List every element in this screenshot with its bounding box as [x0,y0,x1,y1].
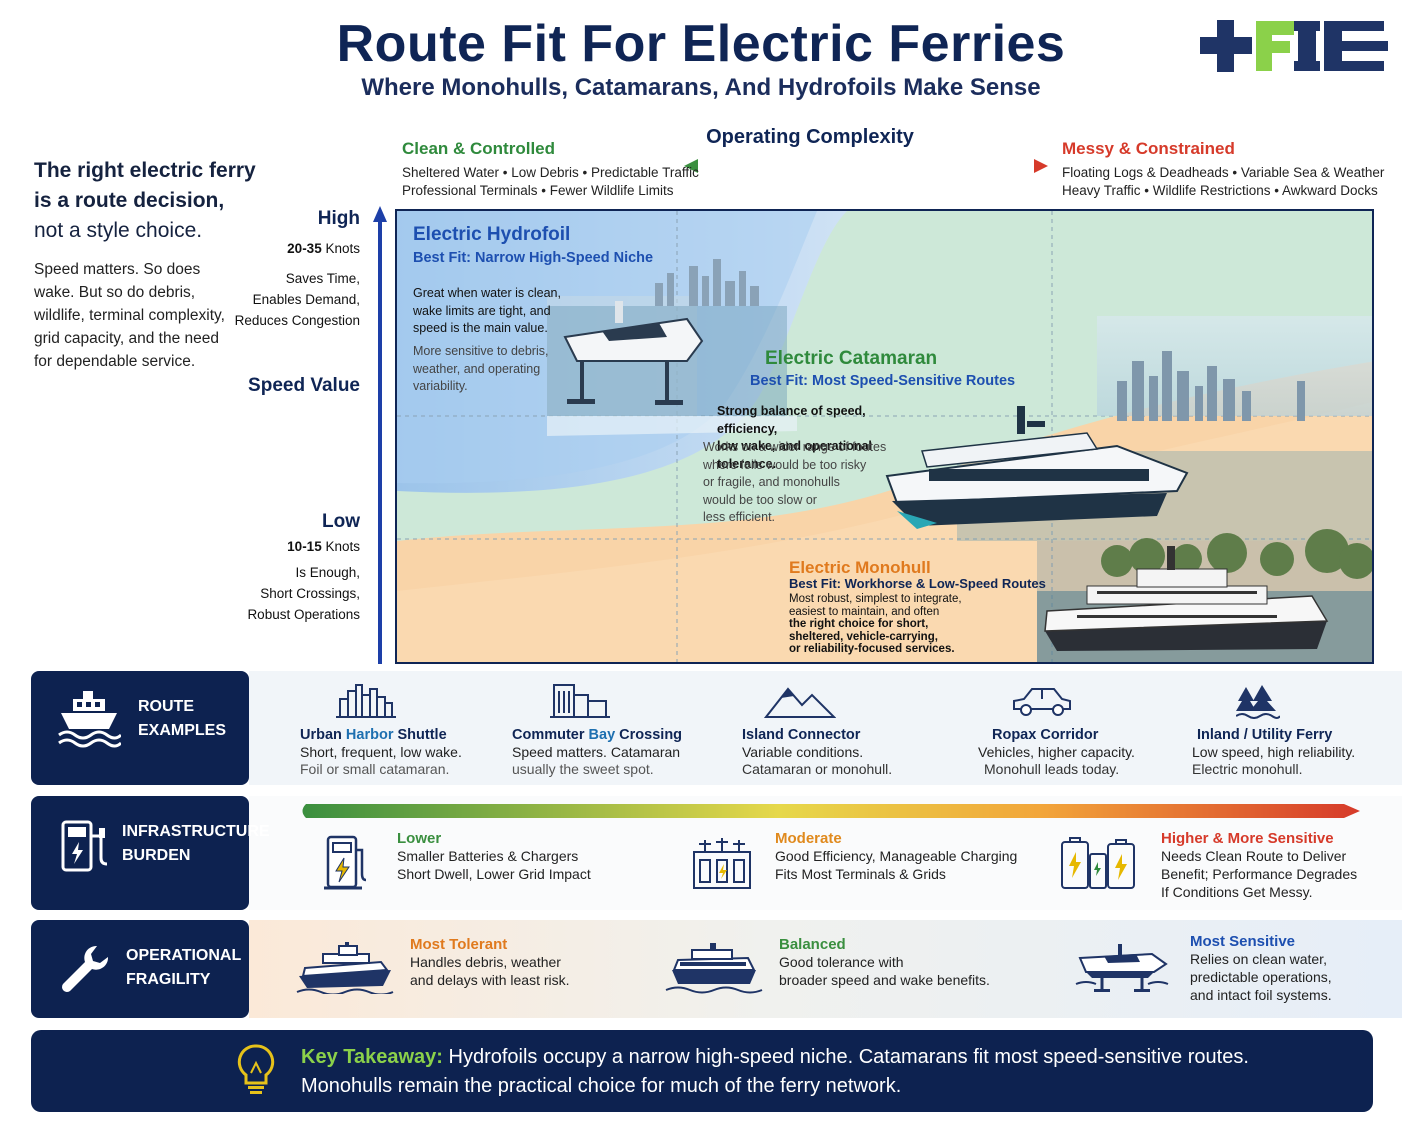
burden-gradient-arrow [302,804,1360,818]
route-example-inland-utility: Inland / Utility Ferry Low speed, high r… [1192,683,1392,777]
route-example-island-connector: Island Connector Variable conditions. Ca… [742,683,942,777]
route-example-urban-harbor: Urban Harbor Shuttle Short, frequent, lo… [300,683,500,777]
lightbulb-icon [237,1044,275,1094]
clean-controlled-line-2: Professional Terminals • Fewer Wildlife … [402,183,674,198]
office-buildings-icon [550,684,610,718]
monohull-icon [296,942,394,994]
substation-icon [693,838,751,889]
route-examples-strip [249,671,1402,785]
y-high-benefit-3: Reduces Congestion [234,313,360,328]
x-axis-arrow [684,159,1048,173]
burden-moderate: Moderate Good Efficiency, Manageable Cha… [775,830,1018,882]
messy-constrained-title: Messy & Constrained [1062,139,1235,158]
route-examples-panel: ROUTE EXAMPLES [31,671,249,785]
messy-constrained-line-2: Heavy Traffic • Wildlife Restrictions • … [1062,183,1378,198]
fragility-panel: OPERATIONAL FRAGILITY [31,920,249,1018]
charging-station-icon [61,820,108,872]
monohull-description: Most robust, simplest to integrate, easi… [789,593,962,655]
catamaran-icon [665,943,763,994]
ferry-icon [58,691,121,748]
catamaran-subtitle: Best Fit: Most Speed-Sensitive Routes [750,373,1016,389]
wrench-icon [62,945,109,992]
city-skyline-icon [336,684,396,718]
fragility-most-tolerant: Most Tolerant Handles debris, weather an… [410,936,570,988]
messy-constrained-line-1: Floating Logs & Deadheads • Variable Sea… [1062,165,1385,180]
y-low-knots: 10-15 Knots [287,539,360,554]
infrastructure-panel: INFRASTRUCTURE BURDEN [31,796,270,910]
page-subtitle: Where Monohulls, Catamarans, And Hydrofo… [361,74,1041,101]
car-icon [1013,688,1071,716]
monohull-title: Electric Monohull [789,558,931,577]
hydrofoil-description: Great when water is clean, wake limits a… [413,286,561,335]
route-fit-chart: Electric Hydrofoil Best Fit: Narrow High… [395,209,1374,664]
hydrofoil-icon [1075,944,1169,992]
catamaran-caveat: Works on a wider range of foutes where f… [703,440,887,524]
y-low-benefit-1: Is Enough, [295,565,360,580]
catamaran-title: Electric Catamaran [765,348,938,369]
logo [1200,20,1388,72]
fragility-strip [249,920,1402,1018]
fragility-balanced: Balanced Good tolerance with broader spe… [779,936,990,988]
charging-station-icon [324,835,367,890]
hydrofoil-caveat: More sensitive to debris, weather, and o… [413,344,549,393]
intro-body: Speed matters. So does wake. But so do d… [34,261,225,370]
monohull-subtitle: Best Fit: Workhorse & Low-Speed Routes [789,576,1046,591]
battery-bank-icon [1061,837,1135,889]
burden-higher: Higher & More Sensitive Needs Clean Rout… [1161,830,1358,900]
y-high-label: High [317,208,360,229]
route-example-ropax-corridor: Ropax Corridor Vehicles, higher capacity… [978,683,1178,777]
route-example-commuter-bay: Commuter Bay Crossing Speed matters. Cat… [512,683,712,777]
catamaran-photo [885,316,1372,541]
x-axis-title: Operating Complexity [706,126,914,148]
key-takeaway-banner [31,1030,1373,1112]
y-low-benefit-3: Robust Operations [247,607,360,622]
page-title: Route Fit For Electric Ferries [336,15,1066,73]
y-axis-title: Speed Value [248,375,360,396]
y-high-benefit-1: Saves Time, [285,271,360,286]
y-high-knots: 20-35 Knots [287,241,360,256]
infrastructure-label: INFRASTRUCTURE BURDEN [122,823,270,864]
fragility-label: OPERATIONAL FRAGILITY [126,947,242,988]
route-examples-label: ROUTE EXAMPLES [138,698,227,739]
chart-background [397,211,1372,662]
intro-headline: The right electric ferry is a route deci… [34,159,256,242]
key-takeaway-text: Key Takeaway: Hydrofoils occupy a narrow… [301,1046,1249,1097]
clean-controlled-line-1: Sheltered Water • Low Debris • Predictab… [402,165,699,180]
y-low-label: Low [322,511,360,532]
burden-lower: Lower Smaller Batteries & Chargers Short… [397,830,591,882]
catamaran-description: Strong balance of speed, efficiency, low… [717,404,872,471]
clean-controlled-title: Clean & Controlled [402,139,556,158]
y-high-benefit-2: Enables Demand, [252,292,360,307]
y-axis-arrow [373,206,387,664]
hydrofoil-photo [547,259,797,436]
mountains-icon [763,687,837,718]
fragility-most-sensitive: Most Sensitive Relies on clean water, pr… [1190,933,1332,1003]
monohull-photo [1037,529,1372,662]
y-low-benefit-2: Short Crossings, [260,586,360,601]
pine-trees-icon [1235,685,1281,719]
hydrofoil-title: Electric Hydrofoil [413,224,571,245]
hydrofoil-subtitle: Best Fit: Narrow High-Speed Niche [413,250,654,266]
